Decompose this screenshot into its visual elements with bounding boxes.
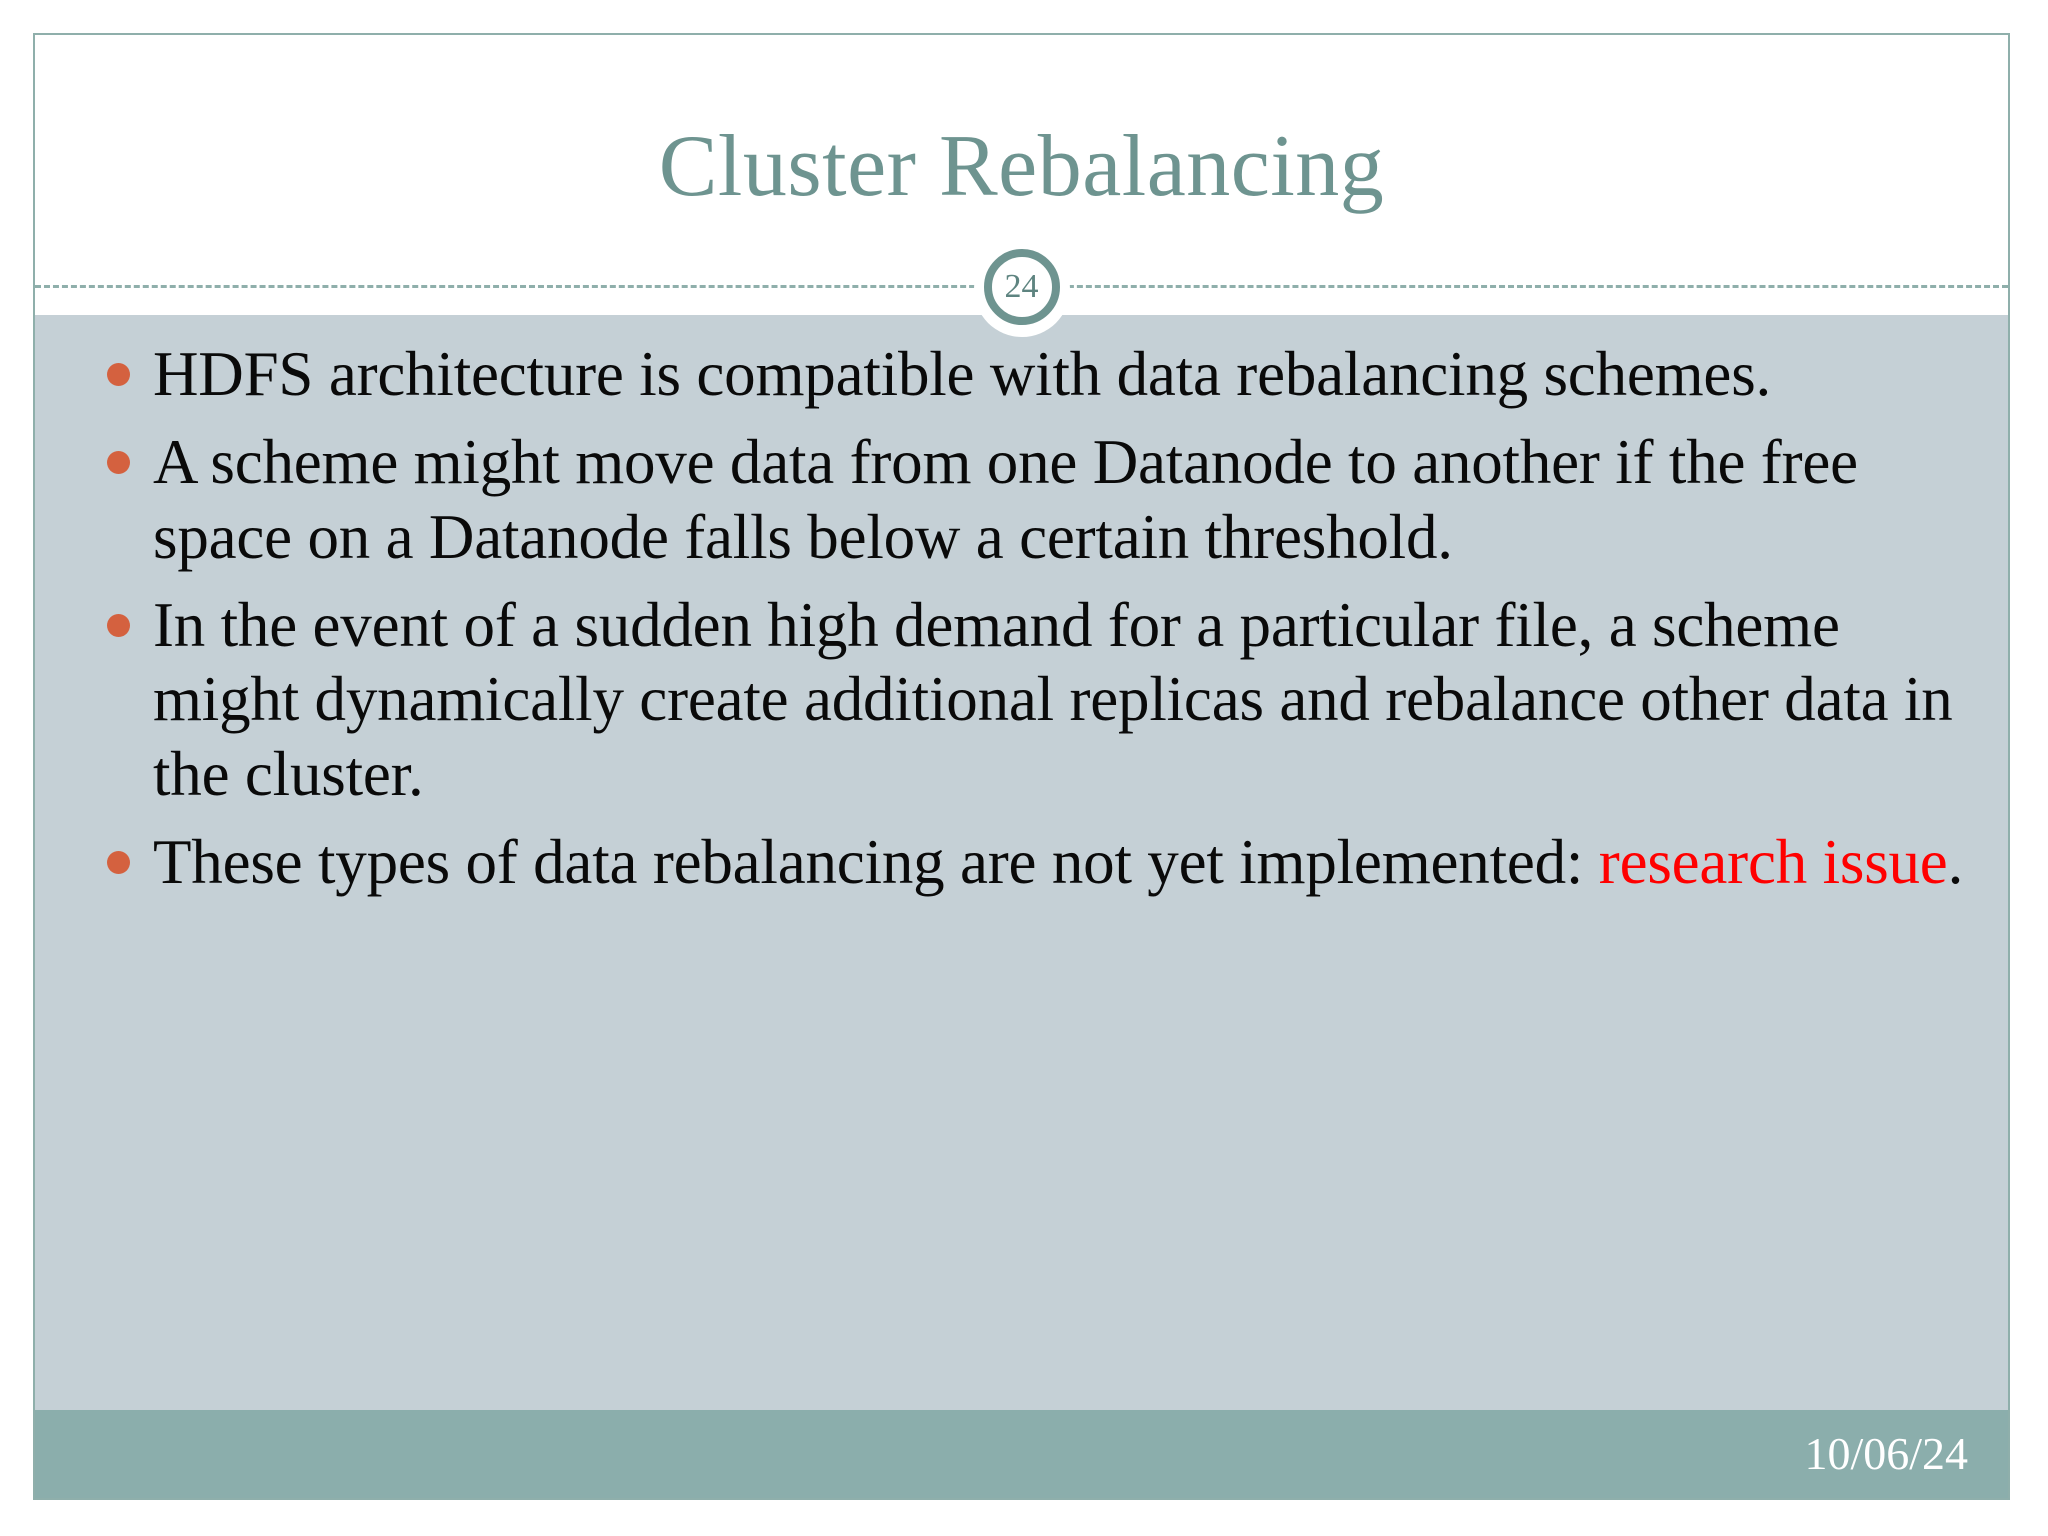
page-number-badge: 24 <box>983 249 1060 325</box>
bullet-dot-icon <box>107 613 130 637</box>
footer-bar: 10/06/24 <box>35 1410 2008 1498</box>
bullet-text-trail: . <box>1947 826 1964 897</box>
list-item: In the event of a sudden high demand for… <box>65 588 1968 811</box>
title-band: Cluster Rebalancing <box>35 35 2008 315</box>
bullet-dot-icon <box>107 850 130 874</box>
list-item: HDFS architecture is compatible with dat… <box>65 337 1968 411</box>
list-item: A scheme might move data from one Datano… <box>65 425 1968 574</box>
bullet-text: A scheme might move data from one Datano… <box>153 427 1858 572</box>
bullet-text-lead: These types of data rebalancing are not … <box>153 826 1599 897</box>
content-panel: HDFS architecture is compatible with dat… <box>35 315 2008 1410</box>
footer-date: 10/06/24 <box>1804 1428 1968 1479</box>
bullet-dot-icon <box>107 363 130 386</box>
page-number-label: 24 <box>1004 268 1039 305</box>
bullet-text-highlight: research issue <box>1598 826 1948 897</box>
bullet-text: In the event of a sudden high demand for… <box>153 589 1953 809</box>
bullet-text: HDFS architecture is compatible with dat… <box>153 339 1772 409</box>
page-title: Cluster Rebalancing <box>658 118 1385 215</box>
list-item: These types of data rebalancing are not … <box>65 825 1968 899</box>
slide: Cluster Rebalancing 24 HDFS architecture… <box>33 33 2010 1500</box>
bullet-dot-icon <box>107 451 130 475</box>
bullet-list: HDFS architecture is compatible with dat… <box>65 337 1968 899</box>
